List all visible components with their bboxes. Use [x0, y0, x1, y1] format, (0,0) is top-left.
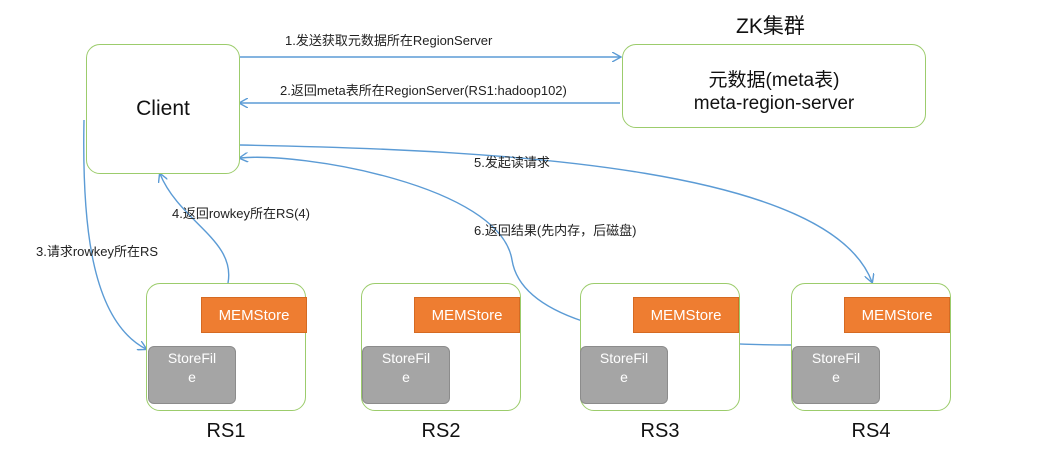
memstore-rs4: MEMStore — [844, 297, 950, 333]
storefile-rs3-line1: StoreFil — [599, 350, 649, 366]
storefile-rs4-line1: StoreFil — [811, 350, 861, 366]
storefile-rs2: StoreFil e — [362, 346, 450, 404]
storefile-rs3-line2: e — [620, 369, 628, 385]
meta-region-server-label: meta-region-server — [693, 93, 855, 114]
storefile-rs1-line1: StoreFil — [167, 350, 217, 366]
rs2-label: RS2 — [421, 420, 461, 442]
rs4-label: RS4 — [851, 420, 891, 442]
zk-cluster-title: ZK集群 — [736, 15, 805, 38]
storefile-rs1: StoreFil e — [148, 346, 236, 404]
step-3-label: 3.请求rowkey所在RS — [36, 244, 159, 259]
step-5-label: 5.发起读请求 — [474, 155, 550, 170]
client-box: Client — [86, 44, 240, 174]
meta-table-label: 元数据(meta表) — [708, 70, 840, 91]
step-1-label: 1.发送获取元数据所在RegionServer — [285, 33, 493, 48]
storefile-rs1-line2: e — [188, 369, 196, 385]
step-2-label: 2.返回meta表所在RegionServer(RS1:hadoop102) — [280, 83, 567, 98]
memstore-rs1: MEMStore — [201, 297, 307, 333]
storefile-rs4-line2: e — [832, 369, 840, 385]
arrow-step-3 — [83, 119, 146, 349]
memstore-rs3: MEMStore — [633, 297, 739, 333]
storefile-rs3: StoreFil e — [580, 346, 668, 404]
storefile-rs4: StoreFil e — [792, 346, 880, 404]
step-4-label: 4.返回rowkey所在RS(4) — [172, 206, 310, 221]
storefile-rs2-line1: StoreFil — [381, 350, 431, 366]
arrow-step-5 — [239, 144, 872, 282]
client-label: Client — [136, 97, 190, 120]
storefile-rs2-line2: e — [402, 369, 410, 385]
rs1-label: RS1 — [206, 420, 246, 442]
meta-region-server-box: 元数据(meta表) meta-region-server — [622, 44, 926, 128]
arrow-step-4 — [160, 174, 230, 284]
memstore-rs2: MEMStore — [414, 297, 520, 333]
rs3-label: RS3 — [640, 420, 680, 442]
step-6-label: 6.返回结果(先内存，后磁盘) — [474, 223, 637, 238]
